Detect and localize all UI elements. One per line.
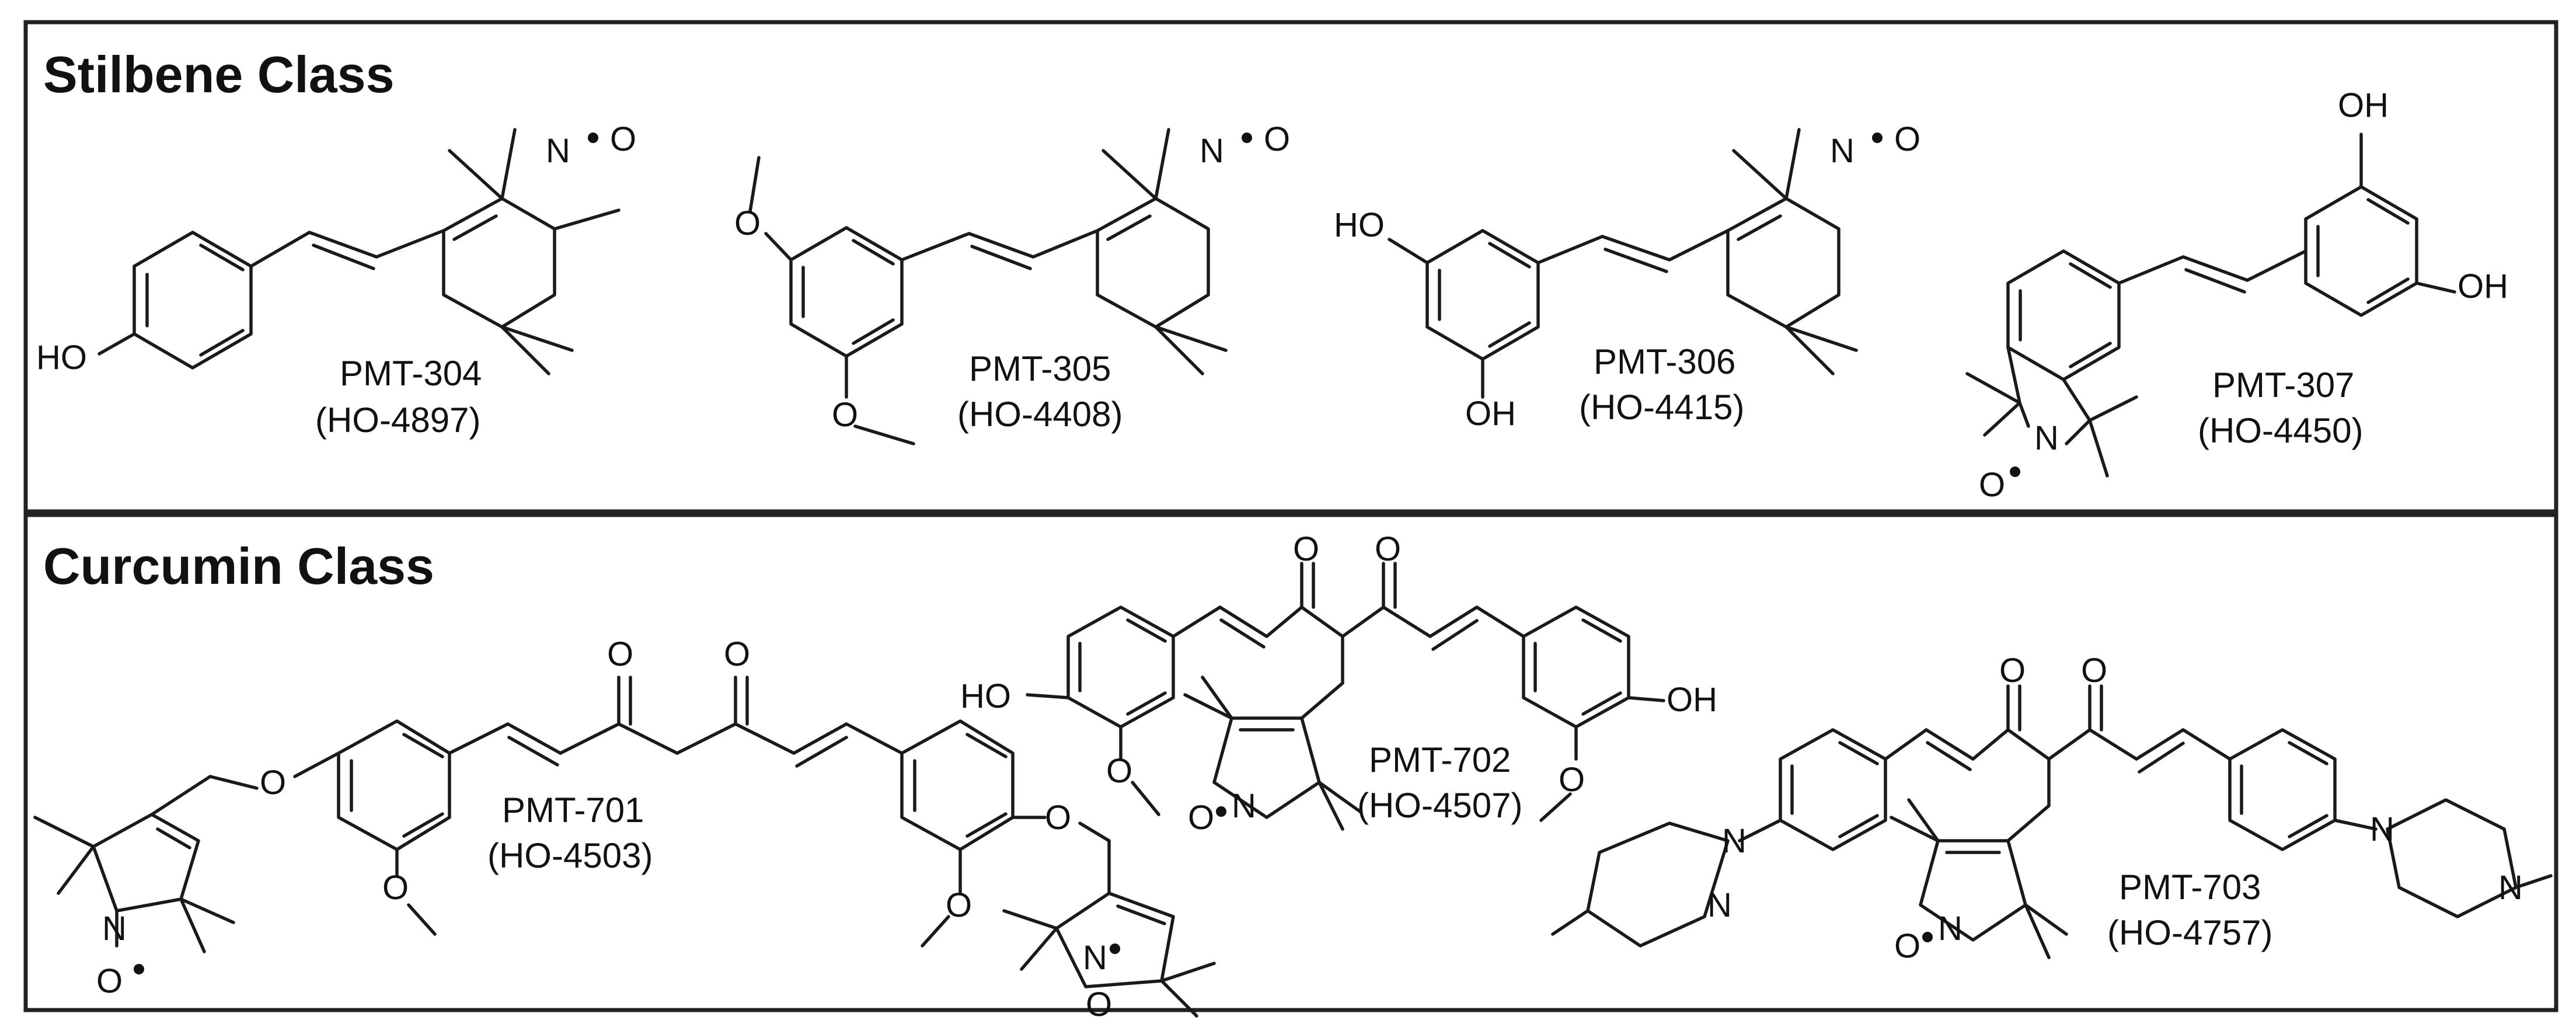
compound-code: (HO-4897) xyxy=(315,401,480,440)
atom-label: O xyxy=(946,886,972,924)
pmt-307-structure: N O OH OH PMT-307 (HO-4450) xyxy=(1965,86,2508,504)
atom-label: O xyxy=(382,869,409,907)
atom-label: N xyxy=(2034,419,2059,457)
atom-label: N xyxy=(1707,886,1732,924)
atom-label: N xyxy=(1200,132,1224,170)
atom-label: O xyxy=(1894,120,1920,158)
atom-label: O xyxy=(1086,986,1112,1023)
radical-dot xyxy=(2010,466,2020,477)
pmt-305-structure: O O N O PMT-305 (HO-4408) xyxy=(734,120,1290,445)
radical-dot xyxy=(1216,806,1226,817)
atom-label: HO xyxy=(1334,206,1385,244)
curcumin-class-title: Curcumin Class xyxy=(43,537,434,595)
compound-name: PMT-703 xyxy=(2119,868,2261,907)
atom-label: O xyxy=(260,764,286,802)
atom-label: N xyxy=(102,910,127,948)
compound-code: (HO-4408) xyxy=(957,395,1123,434)
atom-label: OH xyxy=(2338,86,2389,124)
atom-label: OH xyxy=(1667,681,1717,719)
radical-dot xyxy=(588,133,598,143)
atom-label: O xyxy=(607,635,633,673)
compound-name: PMT-306 xyxy=(1594,342,1735,381)
atom-label: O xyxy=(734,204,761,242)
atom-label: O xyxy=(1045,799,1071,837)
atom-label: O xyxy=(1979,466,2005,504)
radical-dot xyxy=(1922,932,1933,942)
atom-label: OH xyxy=(1465,395,1516,433)
atom-label: O xyxy=(832,396,858,434)
atom-label: N xyxy=(2370,810,2394,848)
atom-label: N xyxy=(1083,939,1107,977)
atom-label: O xyxy=(1894,927,1920,965)
atom-label: O xyxy=(1999,652,2026,690)
atom-label: O xyxy=(1106,752,1132,790)
pmt-306-structure: HO OH N O PMT-306 (HO-4415) xyxy=(1334,120,1920,433)
compound-name: PMT-307 xyxy=(2212,365,2354,405)
pmt-702-structure: HO O O O OH O N O PMT-702 (HO-4507) xyxy=(960,530,1717,837)
pmt-701-structure: N O O O O O O O N O PMT-701 (HO-4503) xyxy=(33,635,1216,1023)
radical-dot xyxy=(134,964,144,974)
atom-label: O xyxy=(2081,652,2107,690)
atom-label: HO xyxy=(36,339,87,377)
atom-label: O xyxy=(96,962,123,1000)
compound-name: PMT-701 xyxy=(502,791,644,830)
pmt-304-structure: HO N O PMT-304 (HO-4897) xyxy=(36,120,636,440)
atom-label: O xyxy=(1264,120,1290,158)
atom-label: N xyxy=(2498,869,2523,907)
atom-label: O xyxy=(1293,530,1319,568)
atom-label: N xyxy=(1938,910,1962,948)
compound-name: PMT-305 xyxy=(969,349,1111,388)
radical-dot xyxy=(1872,133,1883,143)
pmt-703-structure: N N O O N N N O PMT-703 (HO-4757) xyxy=(1551,652,2553,965)
radical-dot xyxy=(1242,133,1252,143)
stilbene-class-title: Stilbene Class xyxy=(43,46,395,103)
atom-label: O xyxy=(1375,530,1401,568)
compound-code: (HO-4507) xyxy=(1357,786,1522,825)
atom-label: N xyxy=(1232,787,1256,825)
atom-label: N xyxy=(1830,132,1855,170)
compound-code: (HO-4503) xyxy=(487,836,653,875)
stilbene-panel-border xyxy=(23,20,2558,514)
atom-label: HO xyxy=(960,677,1011,715)
compound-code: (HO-4415) xyxy=(1579,388,1744,427)
compound-name: PMT-304 xyxy=(340,354,482,393)
atom-label: N xyxy=(1722,822,1747,860)
radical-dot xyxy=(1110,944,1120,954)
atom-label: O xyxy=(724,635,750,673)
atom-label: O xyxy=(1559,761,1585,799)
curcumin-panel-border xyxy=(23,513,2558,1012)
compound-code: (HO-4757) xyxy=(2107,913,2272,952)
compound-code: (HO-4450) xyxy=(2198,411,2363,450)
compound-name: PMT-702 xyxy=(1369,740,1511,779)
atom-label: O xyxy=(610,120,636,158)
atom-label: OH xyxy=(2458,267,2508,305)
atom-label: O xyxy=(1188,799,1214,837)
atom-label: N xyxy=(546,132,570,170)
